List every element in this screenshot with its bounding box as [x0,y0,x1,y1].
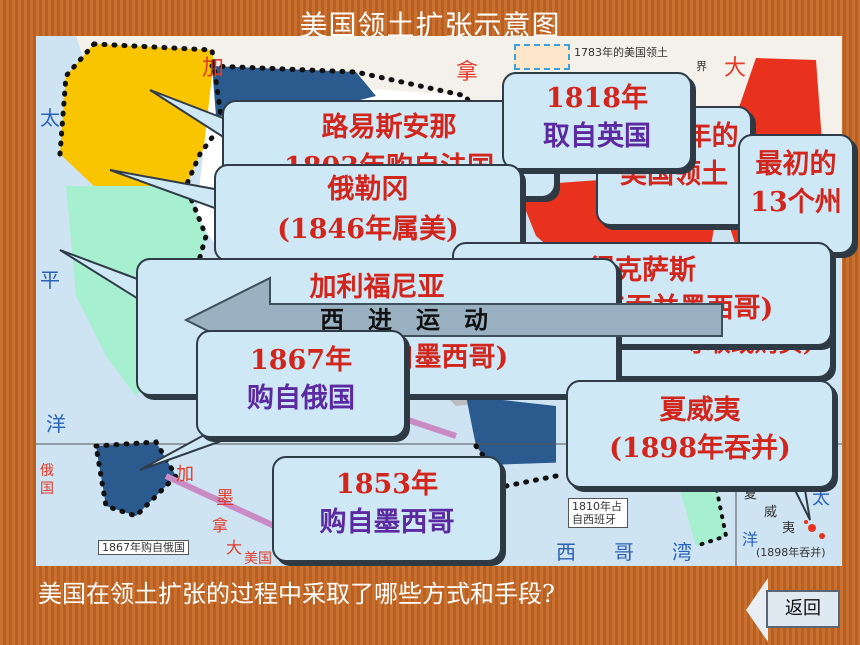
label-lower-pacific-1: 太 [812,488,830,509]
callout-gadsden-line-2: 购自墨西哥 [319,507,455,538]
hawaii-caption: (1898年吞并) [756,546,826,559]
callout-oregon-line-1: 俄勒冈 [327,174,409,205]
callout-hawaii-line-1: 夏威夷 [659,395,741,426]
label-russia-1: 俄 [40,463,54,479]
callout-alaska-line-2: 购自俄国 [247,383,355,414]
label-lower-mexico: 墨 [216,488,234,509]
label-mexico-3: 哥 [614,540,634,564]
label-pacific-3: 洋 [46,412,66,436]
label-lower-canada-3: 大 [226,538,243,557]
back-button[interactable]: 返回 [766,590,840,628]
label-pacific-1: 太 [40,106,60,130]
callout-alaska-line-1: 1867年 [249,345,353,376]
florida-caption-line-1: 1810年占 [572,500,622,513]
label-lower-canada-2: 拿 [212,516,229,535]
label-mexico-2: 西 [556,540,576,564]
alaska-caption: 1867年购自俄国 [98,540,189,555]
label-mexico-4: 湾 [672,540,692,564]
label-russia-2: 国 [40,481,54,497]
florida-caption: 1810年占 自西班牙 [568,498,628,528]
callout-hawaii-line-2: (1898年吞并) [609,433,791,464]
callout-oregon-line-2: (1846年属美) [277,214,459,245]
label-canada-1: 加 [202,56,225,81]
question-text: 美国在领土扩张的过程中采取了哪些方式和手段? [38,580,555,608]
callout-thirteen-line-2: 13个州 [750,187,842,218]
callout-california-line-1: 加利福尼亚 [309,272,445,303]
legend-swatch [514,44,570,70]
callout-1818-line-2: 取自英国 [543,121,651,152]
hawaii-islands [804,520,825,539]
callout-gadsden-line-1: 1853年 [335,469,439,500]
label-lower-pacific-2: 洋 [742,530,759,549]
label-pacific-2: 平 [40,268,60,292]
legend-text: 1783年的美国领土 [574,46,668,59]
label-lower-usa: 美国 [244,551,272,566]
callout-thirteen-line-1: 最初的 [755,149,837,180]
callout-1818-line-1: 1818年 [545,83,649,114]
label-hawaii-1: 夏 [744,487,758,502]
label-canada-3: 大 [724,56,747,81]
florida-caption-line-2: 自西班牙 [572,513,616,526]
callout-louisiana-line-1: 路易斯安那 [321,112,457,143]
westward-arrow-label: 西 进 运 动 [320,305,488,334]
label-hawaii-2: 威 [764,505,778,520]
back-arrow-icon[interactable] [746,578,768,642]
label-hawaii-3: 夷 [782,521,796,536]
label-lower-canada-1: 加 [176,464,194,485]
label-canada-2: 拿 [456,60,479,85]
legend-text-2: 界 [696,60,707,73]
